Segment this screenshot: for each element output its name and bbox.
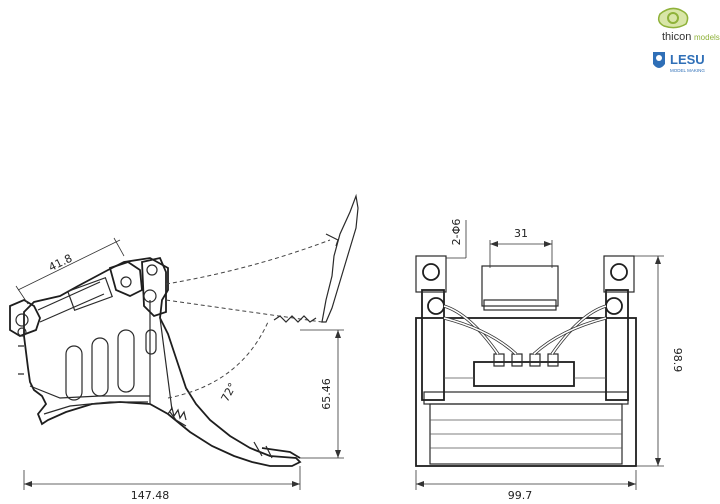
dim-height-side xyxy=(300,329,344,459)
dim-width-side-label: 147.48 xyxy=(131,489,170,502)
swung-tooth-detail xyxy=(325,233,339,247)
dim-top-front-label: 31 xyxy=(514,227,528,240)
tick-marks xyxy=(18,345,24,375)
serrated-edge xyxy=(167,406,187,421)
swung-serration xyxy=(273,315,317,323)
dim-height-front xyxy=(634,255,664,467)
thicon-sub: models xyxy=(694,33,720,42)
dim-height-front-label: 98.9 xyxy=(671,348,684,373)
slot-3 xyxy=(117,329,135,393)
swung-tooth xyxy=(321,193,359,323)
thicon-logo-icon xyxy=(657,7,689,29)
dim-pin-side xyxy=(15,237,125,305)
hose-4 xyxy=(532,316,607,356)
hose-3 xyxy=(550,304,607,355)
left-upright xyxy=(421,289,445,401)
dim-height-side-label: 65.46 xyxy=(320,378,333,410)
lower-edge xyxy=(29,385,150,399)
lesu-name: LESU xyxy=(670,52,705,67)
center-block xyxy=(481,265,559,307)
left-pivot xyxy=(427,297,445,315)
pin-3 xyxy=(120,276,132,288)
left-lug xyxy=(415,255,447,293)
right-pivot xyxy=(605,297,623,315)
slot-4 xyxy=(145,329,157,355)
shank-line xyxy=(149,300,187,427)
valve-fitting-3 xyxy=(529,353,541,367)
valve-block xyxy=(473,361,575,387)
pin-4 xyxy=(146,264,158,276)
dim-width-front xyxy=(415,470,637,490)
dim-top-front xyxy=(489,240,553,268)
ear-plate xyxy=(141,256,167,318)
slot-1 xyxy=(65,345,83,401)
blade-ribs xyxy=(430,419,622,449)
pin-5 xyxy=(143,289,157,303)
center-plate xyxy=(483,299,557,311)
dim-holes-leader xyxy=(446,220,467,259)
dim-holes-label: 2-Φ6 xyxy=(450,219,463,246)
swing-arc xyxy=(165,239,331,323)
thicon-name: thicon xyxy=(662,31,691,43)
cross-beam xyxy=(423,391,629,405)
lesu-sub: MODEL MAKING xyxy=(670,68,705,73)
front-frame xyxy=(415,317,637,467)
lesu-lion-icon xyxy=(653,52,665,68)
dim-width-side xyxy=(23,466,301,490)
angle-arc xyxy=(167,321,269,399)
left-lug-pin xyxy=(422,263,440,281)
pin-2 xyxy=(17,327,27,337)
valve-fitting-4 xyxy=(547,353,559,367)
lower-edge-2 xyxy=(43,401,148,415)
pin-1 xyxy=(15,313,29,327)
dim-width-front-label: 99.7 xyxy=(508,489,533,502)
valve-fitting-1 xyxy=(493,353,505,367)
tooth-tip xyxy=(261,447,301,459)
right-upright xyxy=(605,289,629,401)
hose-2 xyxy=(443,316,518,356)
hose-1 xyxy=(443,304,500,355)
right-lug-pin xyxy=(610,263,628,281)
ripper-body-outline xyxy=(23,257,302,467)
valve-fitting-2 xyxy=(511,353,523,367)
link-plate xyxy=(108,261,143,297)
tooth-detail xyxy=(253,441,273,459)
right-lug xyxy=(603,255,635,293)
cylinder-barrel xyxy=(67,276,113,312)
